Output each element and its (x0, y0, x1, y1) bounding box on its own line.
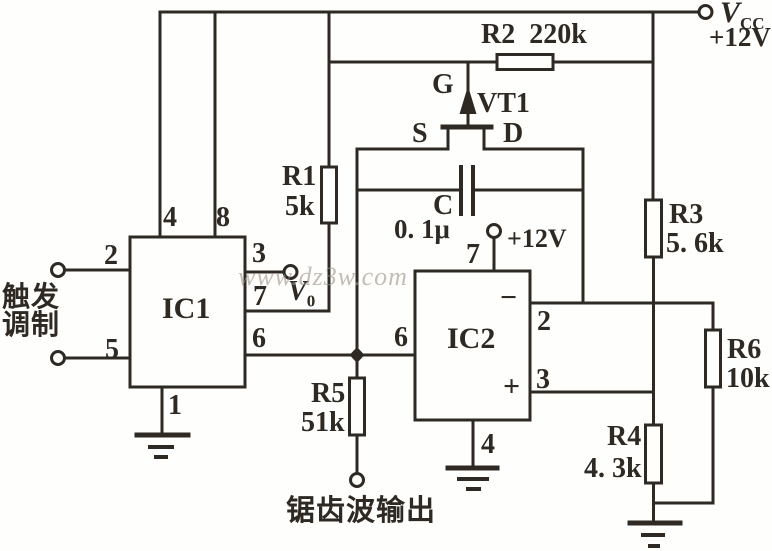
vcc-voltage-label: +12V (709, 22, 771, 52)
plus12v-terminal (486, 223, 502, 239)
ic1-pin6-label: 6 (252, 323, 266, 354)
watermark: www.dz3w.com (238, 262, 408, 291)
input-label-line2: 调制 (2, 310, 61, 341)
capacitor-label: C (433, 190, 454, 221)
ic2-pin4-label: 4 (481, 429, 495, 460)
ic2-pin7-label: 7 (466, 239, 480, 270)
vt1-fet-symbol (355, 60, 585, 353)
r2-branch (327, 53, 655, 71)
ic1-pin5-label: 5 (105, 334, 119, 365)
resistor-r4-label: R4 (607, 421, 642, 452)
vt1-gate-arrow-icon (459, 86, 477, 114)
vt1-source-label: S (412, 118, 428, 149)
ic2-pin3-label: 3 (536, 364, 550, 395)
ic1-pin8-label: 8 (216, 202, 230, 233)
input-terminal-pin5 (50, 350, 66, 366)
input-label-line1: 触发 (2, 282, 61, 313)
ic1-pin2-label: 2 (104, 240, 118, 271)
ic2-body (413, 269, 532, 422)
input-terminal-pin2 (50, 262, 66, 278)
resistor-r3-value: 5. 6k (666, 228, 724, 259)
ic2-pin2-label: 2 (537, 306, 551, 337)
capacitor-c-symbol (355, 165, 585, 216)
right-ground (627, 520, 683, 548)
output-label: 锯齿波输出 (286, 495, 437, 527)
r5-branch (348, 353, 366, 488)
resistor-r2-body (495, 53, 555, 71)
resistor-r5-label: R5 (311, 378, 346, 409)
vcc-rail (158, 4, 714, 20)
vcc-terminal (697, 4, 714, 20)
resistor-r6-body (704, 328, 722, 389)
resistor-r6-label: R6 (727, 334, 762, 365)
ic2-pin7-supply (486, 223, 502, 273)
r3-r4-branch (644, 10, 663, 525)
vt1-gate-label: G (432, 69, 454, 100)
ic2-ground (445, 418, 500, 491)
ic2-supply-label: +12V (507, 224, 567, 253)
vt1-drain-label: D (503, 118, 524, 149)
resistor-r3-label: R3 (669, 199, 704, 230)
ic2-minus-label: − (500, 281, 518, 314)
input-terminals (50, 262, 132, 366)
v0-label: V0 (288, 276, 316, 311)
ic1-pin3-label: 3 (252, 238, 266, 269)
resistor-r2-label: R2 220k (481, 19, 587, 50)
capacitor-value: 0. 1μ (394, 214, 450, 244)
vt1-drain-leg (482, 127, 585, 305)
r1-branch (243, 10, 338, 313)
r6-branch (528, 301, 722, 505)
sawtooth-output-terminal (349, 472, 365, 488)
resistor-r5-value: 51k (301, 407, 345, 438)
ic2-label: IC2 (447, 322, 496, 355)
ic1-label: IC1 (162, 292, 211, 325)
ic1-body (128, 235, 247, 389)
vt1-label: VT1 (477, 88, 530, 119)
ic2-pin6-label: 6 (394, 322, 408, 353)
resistor-r1-value: 5k (285, 191, 315, 222)
resistor-r4-value: 4. 3k (584, 453, 642, 484)
ic2-plus-label: + (503, 370, 521, 403)
resistor-r4-body (644, 423, 663, 485)
vt1-source-leg (355, 127, 450, 353)
resistor-r5-body (348, 376, 366, 437)
resistor-r1-body (320, 165, 338, 225)
ic1-pin1-label: 1 (168, 390, 182, 421)
v0-output-terminal (243, 264, 299, 280)
resistor-r3-body (644, 198, 663, 259)
ic1-pin7-label: 7 (253, 281, 267, 312)
ic1-pin4-label: 4 (163, 202, 177, 233)
vcc-label: VCC (720, 0, 765, 33)
resistor-r1-label: R1 (282, 161, 317, 192)
resistor-r6-value: 10k (726, 363, 770, 394)
ic1-ground (134, 385, 191, 459)
